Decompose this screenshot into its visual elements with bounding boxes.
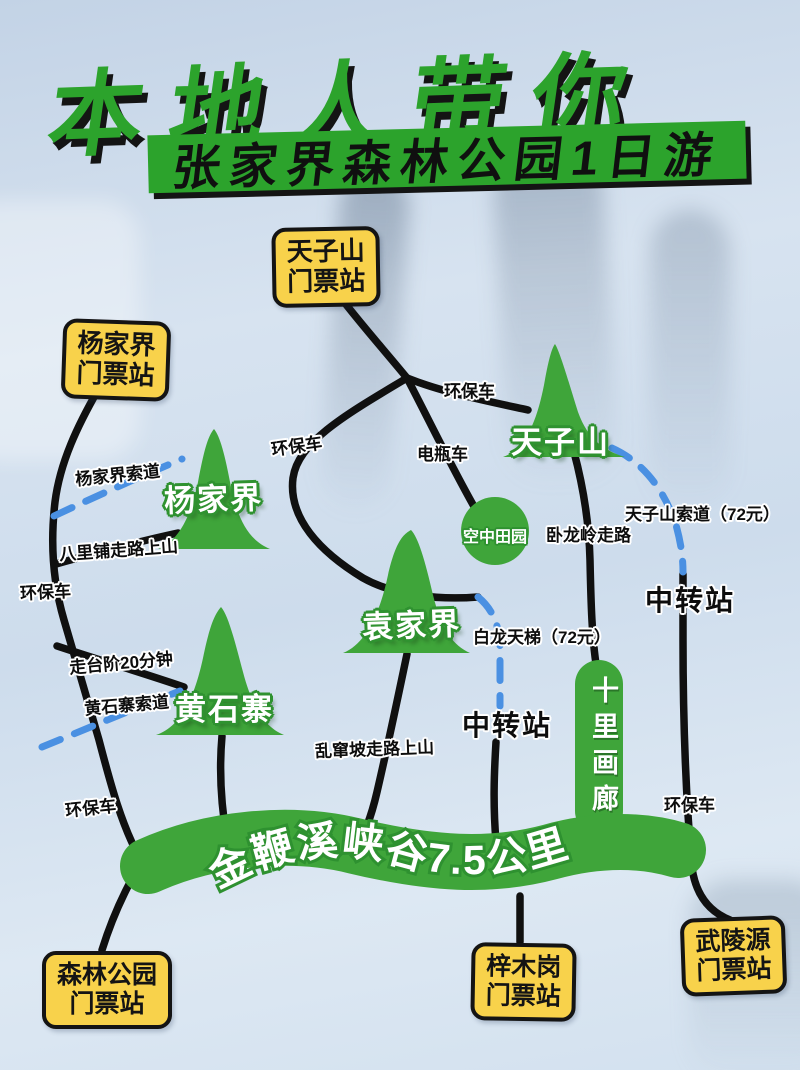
road-dianpingche: [403, 374, 480, 514]
station-yangjiajie-gate-type: 门票站: [76, 357, 156, 391]
station-senlin-gate-name: 森林公园: [57, 961, 158, 989]
label-tianzishan-suodao: 天子山索道（72元）: [625, 505, 780, 524]
mountain-yuanjiajie-shape: [343, 530, 470, 653]
label-huanbaoche-top: 环保车: [444, 382, 495, 401]
road-zhongzhuan-down: [490, 738, 500, 846]
station-tianzishan-gate-type: 门票站: [286, 265, 366, 297]
station-wulingyuan-gate-type: 门票站: [696, 954, 772, 986]
cable-bailong-elevator: [474, 593, 504, 710]
station-yangjiajie-gate-name: 杨家界: [77, 327, 157, 361]
mountain-label-huangshizhai: 黄石寨: [175, 692, 274, 727]
label-huanbaoche-left: 环保车: [19, 581, 72, 604]
station-senlin-gate-type: 门票站: [69, 989, 145, 1018]
label-zhongzhuan-center: 中转站: [462, 710, 553, 741]
mountain-label-yangjiajie: 杨家界: [163, 480, 264, 519]
jinbianxi-band: [120, 809, 706, 894]
station-zimugang-gate: 梓木岗 门票站: [470, 942, 577, 1022]
label-huanbaoche-bottom: 环保车: [64, 796, 118, 821]
label-wolongling-walk: 卧龙岭走路: [546, 526, 631, 545]
mountain-huangshizhai-shape: [156, 607, 284, 735]
mountain-yangjiajie-shape: [158, 429, 270, 549]
cable-yangjiajie-suodao: [50, 455, 186, 520]
label-huanbaoche-right: 环保车: [664, 796, 715, 815]
label-zhongzhuan-right: 中转站: [645, 585, 736, 616]
station-yangjiajie-gate: 杨家界 门票站: [60, 318, 172, 402]
shilihualang-label: 十里画廊: [588, 676, 618, 820]
label-dianpingche: 电瓶车: [417, 445, 468, 464]
poster-subtitle: 张家界森林公园1日游: [169, 129, 724, 196]
road-huanbaoche-to-tianzishan: [403, 374, 532, 414]
poster-subtitle-banner: 张家界森林公园1日游: [147, 120, 747, 196]
mountain-label-yuanjiajie: 袁家界: [361, 606, 462, 645]
label-luancuanpo-walk: 乱窜坡走路上山: [314, 737, 435, 762]
road-left-main: [48, 386, 146, 866]
station-wulingyuan-gate-name: 武陵源: [695, 925, 771, 957]
station-zimugang-gate-type: 门票站: [485, 981, 562, 1011]
label-bailong-elevator: 白龙天梯（72元）: [473, 628, 611, 647]
kongzhongtianyuan-label: 空中田园: [463, 529, 528, 546]
road-huanbaoche-arc-to-yuanjiajie: [288, 374, 482, 602]
station-senlin-gate: 森林公园 门票站: [42, 951, 173, 1029]
station-tianzishan-gate-name: 天子山: [286, 235, 365, 267]
mountain-tianzishan-shape: [503, 344, 625, 457]
station-wulingyuan-gate: 武陵源 门票站: [679, 915, 788, 997]
road-wolongling-walk: [570, 448, 600, 668]
road-tianzishan-gate: [337, 294, 411, 382]
mountain-label-tianzishan: 天子山: [511, 425, 610, 460]
station-zimugang-gate-name: 梓木岗: [486, 952, 562, 982]
road-zoutaijie: [53, 642, 188, 691]
kongzhongtianyuan-circle: [461, 497, 529, 565]
road-balipu-walk: [52, 529, 182, 568]
station-tianzishan-gate: 天子山 门票站: [271, 226, 381, 308]
shilihualang-capsule: [575, 660, 623, 835]
cable-huangshizhai-suodao: [38, 687, 184, 751]
